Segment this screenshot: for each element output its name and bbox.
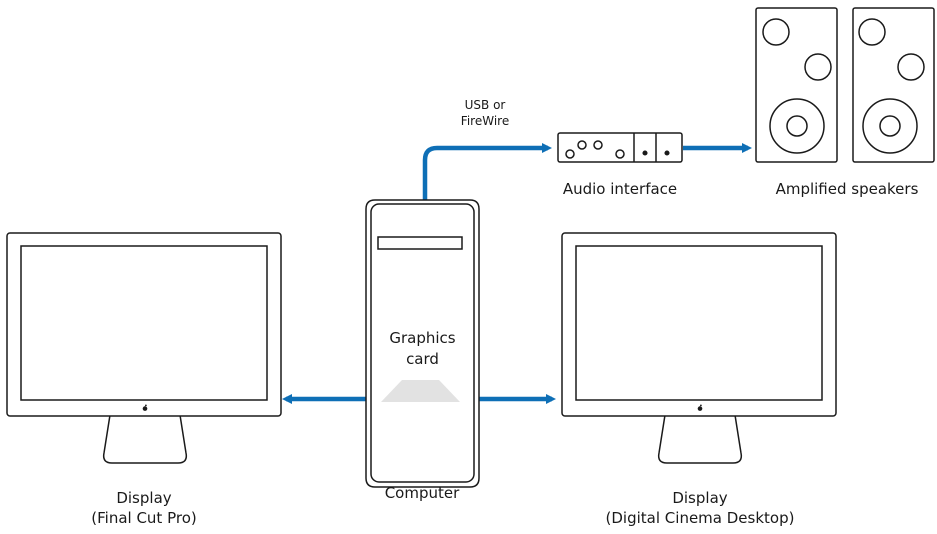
cables <box>282 143 752 404</box>
display-left-label: Display (Final Cut Pro) <box>91 489 197 527</box>
computer-tower <box>365 199 480 488</box>
graphics-card-label: Graphics card <box>389 329 456 368</box>
amplified-speakers-label: Amplified speakers <box>775 180 919 198</box>
apple-logo-icon <box>142 404 148 411</box>
display-left <box>6 232 282 464</box>
usb-firewire-label: USB or FireWire <box>460 98 510 128</box>
computer-label: Computer <box>384 484 460 502</box>
speaker-left <box>755 7 838 163</box>
usb-firewire-cable <box>422 143 552 200</box>
speaker-right <box>852 7 935 163</box>
audio-interface <box>557 132 683 163</box>
graphics-card-icon <box>381 380 460 402</box>
audio-interface-label: Audio interface <box>562 180 678 198</box>
display-right <box>561 232 837 464</box>
display-right-label: Display (Digital Cinema Desktop) <box>605 489 795 527</box>
apple-logo-icon-right <box>697 404 703 411</box>
